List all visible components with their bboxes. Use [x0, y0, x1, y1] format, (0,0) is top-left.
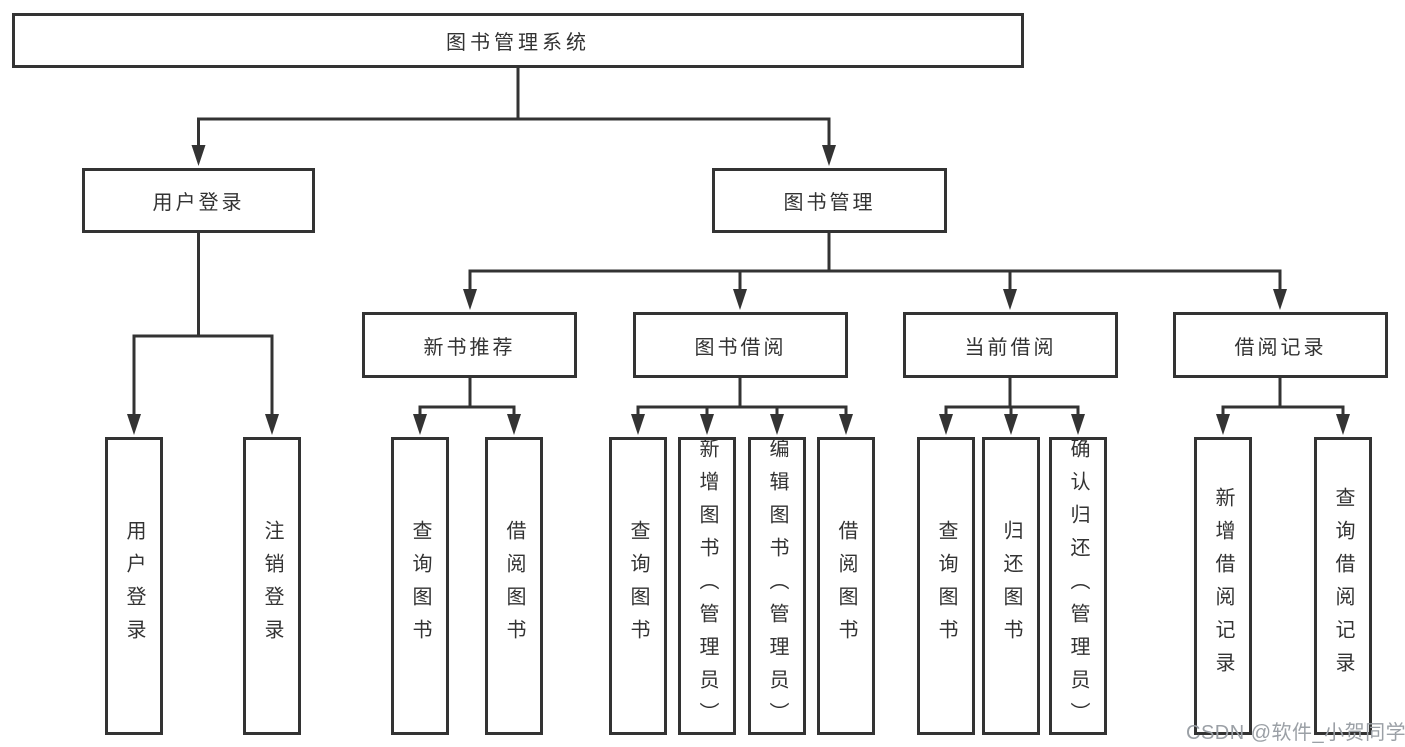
leaf-bb-borrow-book-label: 借阅图书 [835, 520, 857, 652]
leaf-bb-query-book-label: 查询图书 [627, 520, 649, 652]
leaf-cb-return-book: 归还图书 [982, 437, 1040, 735]
leaf-bb-query-book: 查询图书 [609, 437, 667, 735]
leaf-cb-confirm-return-admin: 确认归还（管理员） [1049, 437, 1107, 735]
leaf-cb-return-book-label: 归还图书 [1000, 520, 1022, 652]
node-user-login: 用户登录 [82, 168, 315, 233]
leaf-nr-borrow-book: 借阅图书 [485, 437, 543, 735]
leaf-bb-borrow-book: 借阅图书 [817, 437, 875, 735]
node-root-system: 图书管理系统 [12, 13, 1024, 68]
leaf-cb-query-book: 查询图书 [917, 437, 975, 735]
leaf-user-login: 用户登录 [105, 437, 163, 735]
leaf-nr-borrow-book-label: 借阅图书 [503, 520, 525, 652]
connector-arrowheads [127, 145, 1350, 435]
leaf-br-add-record: 新增借阅记录 [1194, 437, 1252, 735]
leaf-br-query-record-label: 查询借阅记录 [1332, 487, 1354, 685]
node-new-book-recommend: 新书推荐 [362, 312, 577, 378]
leaf-bb-add-book-admin: 新增图书（管理员） [678, 437, 736, 735]
leaf-logout-login: 注销登录 [243, 437, 301, 735]
leaf-logout-login-label: 注销登录 [261, 520, 283, 652]
leaf-br-add-record-label: 新增借阅记录 [1212, 487, 1234, 685]
leaf-cb-query-book-label: 查询图书 [935, 520, 957, 652]
leaf-user-login-label: 用户登录 [123, 520, 145, 652]
node-book-management: 图书管理 [712, 168, 947, 233]
node-borrow-records: 借阅记录 [1173, 312, 1388, 378]
node-book-borrow: 图书借阅 [633, 312, 848, 378]
csdn-watermark: CSDN @软件_小贺同学 [1186, 722, 1405, 744]
leaf-cb-confirm-return-admin-label: 确认归还（管理员） [1067, 437, 1089, 735]
leaf-br-query-record: 查询借阅记录 [1314, 437, 1372, 735]
leaf-bb-edit-book-admin: 编辑图书（管理员） [748, 437, 806, 735]
leaf-nr-query-book-label: 查询图书 [409, 520, 431, 652]
node-current-borrow: 当前借阅 [903, 312, 1118, 378]
leaf-bb-edit-book-admin-label: 编辑图书（管理员） [766, 437, 788, 735]
leaf-bb-add-book-admin-label: 新增图书（管理员） [696, 437, 718, 735]
leaf-nr-query-book: 查询图书 [391, 437, 449, 735]
